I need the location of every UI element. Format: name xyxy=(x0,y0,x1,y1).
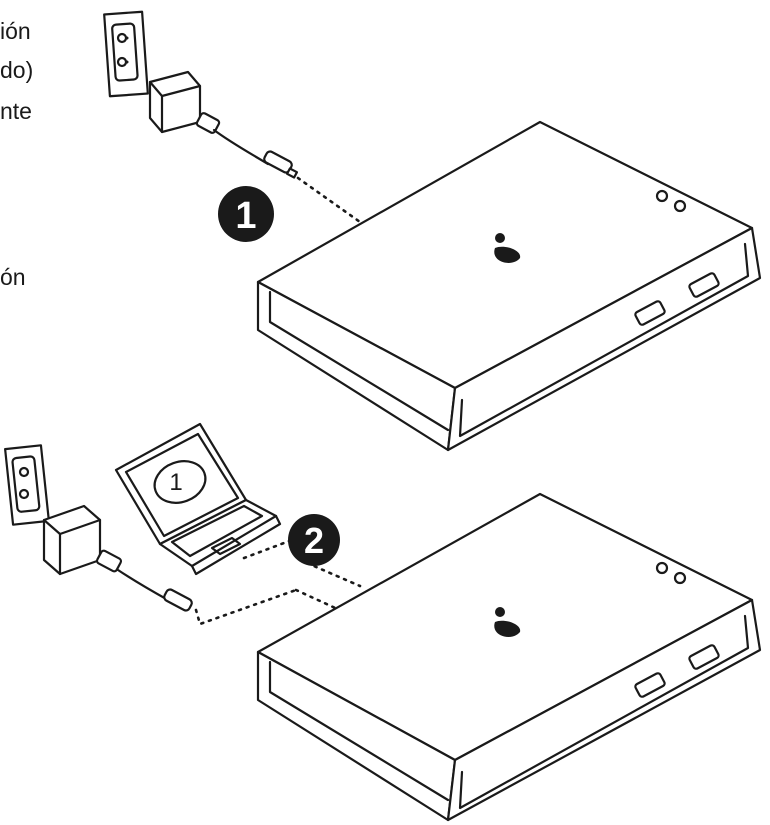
connection-line xyxy=(242,538,294,560)
connection-line xyxy=(296,176,362,224)
text-fragment-1: ión xyxy=(0,18,31,44)
connection-line xyxy=(294,588,346,614)
step-badge-1: 1 xyxy=(218,186,274,242)
wall-outlet-icon xyxy=(4,444,50,526)
laptop-icon: 1 xyxy=(114,422,282,576)
step-badge-2: 2 xyxy=(288,514,340,566)
svg-text:1: 1 xyxy=(169,469,182,496)
text-fragment-2: do) xyxy=(0,57,34,83)
svg-text:1: 1 xyxy=(235,195,256,237)
text-fragment-4: ón xyxy=(0,264,26,290)
power-bank-icon xyxy=(256,120,762,452)
power-adapter-icon xyxy=(42,504,193,612)
power-adapter-icon xyxy=(148,70,299,179)
text-fragment-3: nte xyxy=(0,98,32,124)
connection-line xyxy=(194,588,298,626)
logo-icon xyxy=(494,607,521,637)
logo-icon xyxy=(494,233,521,263)
svg-text:2: 2 xyxy=(304,520,324,561)
power-bank-icon xyxy=(256,492,762,822)
wall-outlet-icon xyxy=(103,10,149,98)
